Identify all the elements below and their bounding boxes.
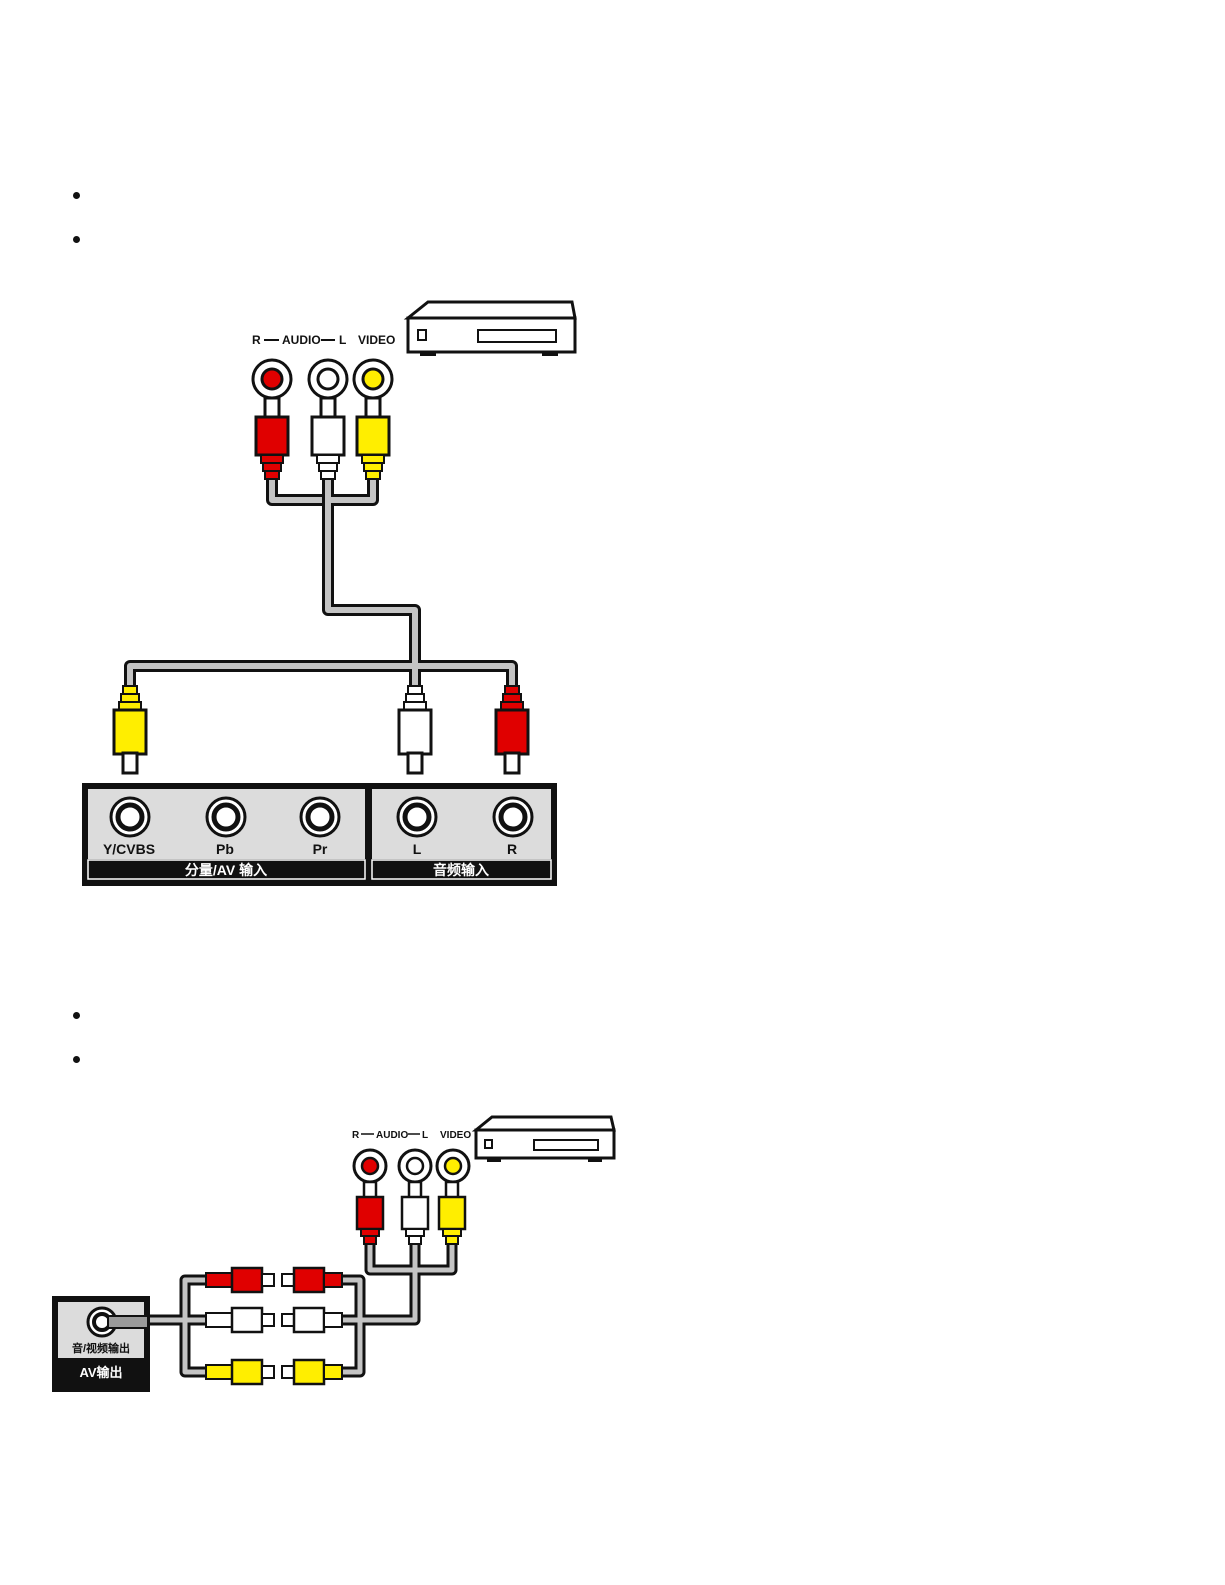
label-l: L	[339, 333, 346, 347]
jack-label-pr: Pr	[313, 841, 328, 857]
plug-yellow-top	[357, 398, 389, 479]
source-jack-white	[399, 1150, 431, 1182]
source-jack-yellow	[354, 360, 392, 398]
plug-white-top	[402, 1182, 428, 1244]
label-r: R	[252, 333, 261, 347]
adapter-red-pair	[206, 1268, 342, 1292]
group-label-audio-input: 音频输入	[433, 862, 489, 878]
jack-pb	[207, 798, 245, 836]
source-jack-white	[309, 360, 347, 398]
port-label-av-output: 音/视频输出	[72, 1341, 130, 1355]
group-label-component-av: 分量/AV 输入	[185, 862, 267, 878]
adapter-yellow-pair	[206, 1360, 342, 1384]
jack-audio-l	[398, 798, 436, 836]
diagram-av-output: R AUDIO L VIDEO	[52, 1117, 614, 1392]
source-jack-red	[253, 360, 291, 398]
diagram-component-av-input: R AUDIO L VIDEO	[82, 302, 575, 886]
jack-pr	[301, 798, 339, 836]
jack-label-y-cvbs: Y/CVBS	[103, 841, 155, 857]
adapter-white-pair	[206, 1308, 342, 1332]
source-jack-red	[354, 1150, 386, 1182]
plug-yellow-bottom	[114, 686, 146, 773]
jack-audio-r	[494, 798, 532, 836]
plug-white-bottom	[399, 686, 431, 773]
plug-white-top	[312, 398, 344, 479]
plug-red-bottom	[496, 686, 528, 773]
plug-red-top	[357, 1182, 383, 1244]
label-video: VIDEO	[358, 333, 395, 347]
dvd-player-icon	[408, 302, 575, 356]
port-title-av-output: AV输出	[79, 1365, 122, 1380]
jack-label-r: R	[507, 841, 517, 857]
label-audio: AUDIO	[282, 333, 321, 347]
label-r: R	[352, 1130, 360, 1141]
jack-label-l: L	[413, 841, 422, 857]
tv-av-output-panel: 音/视频输出 AV输出	[52, 1296, 150, 1392]
jack-label-pb: Pb	[216, 841, 234, 857]
source-jack-yellow	[437, 1150, 469, 1182]
plug-yellow-top	[439, 1182, 465, 1244]
dvd-player-icon	[476, 1117, 614, 1162]
label-audio: AUDIO	[376, 1130, 408, 1141]
tv-input-panel: Y/CVBS Pb Pr L R 分量/AV 输入 音频输入	[82, 783, 557, 886]
label-video: VIDEO	[440, 1130, 471, 1141]
jack-y-cvbs	[111, 798, 149, 836]
label-l: L	[422, 1130, 428, 1141]
plug-red-top	[256, 398, 288, 479]
